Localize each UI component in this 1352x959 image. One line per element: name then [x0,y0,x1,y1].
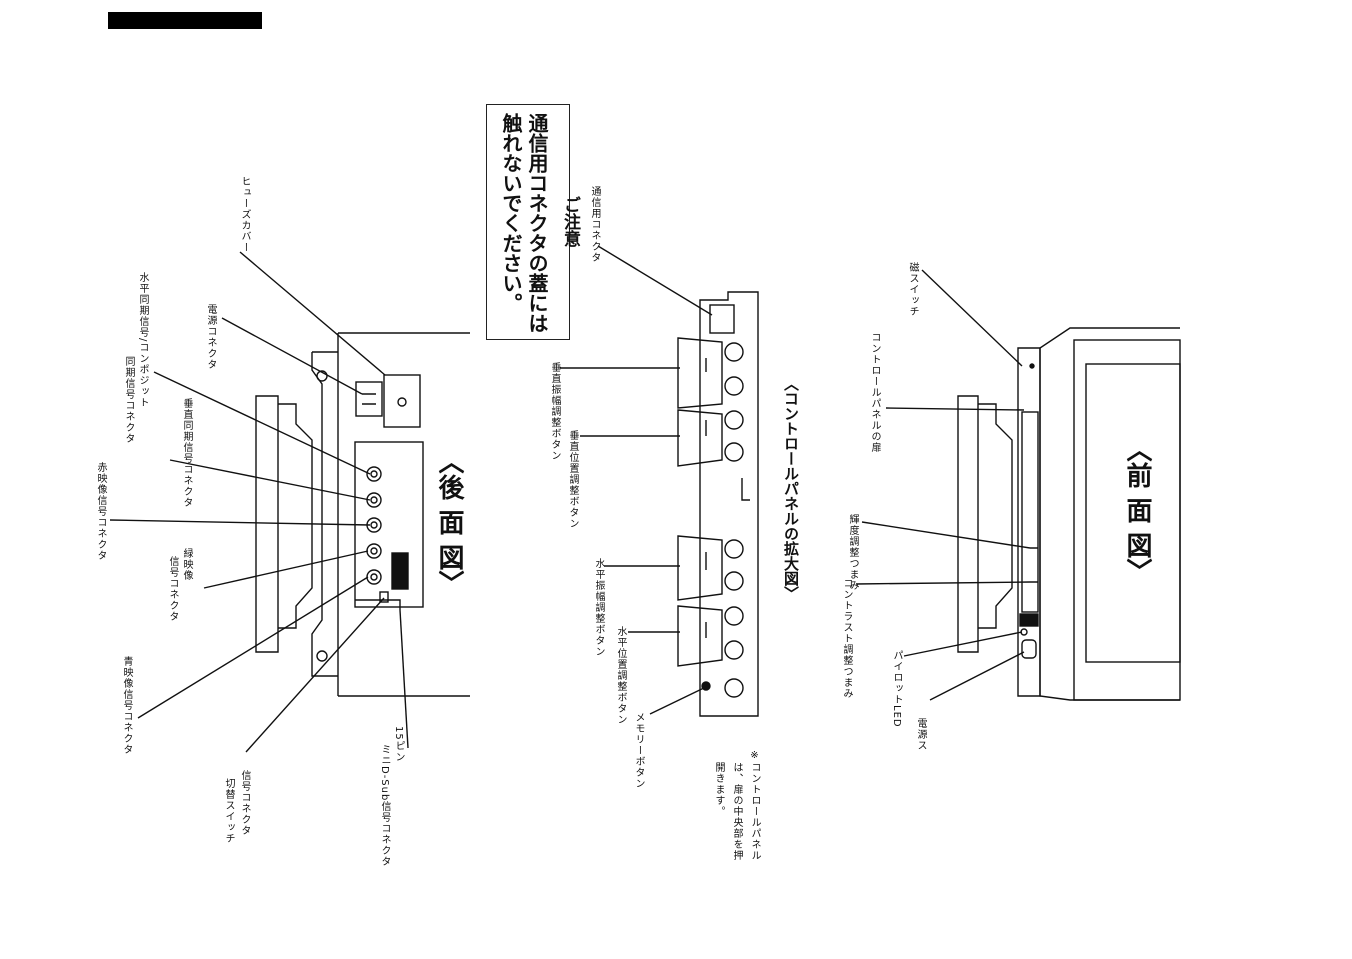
label-power-switch: 電源ス [915,718,926,751]
label-red: 赤映像信号コネクタ [95,462,106,561]
label-dsub-2: ミニD-Sub信号コネクタ [379,744,390,868]
rear-title: 〈後 面 図〉 [434,448,464,597]
label-h-size: 水平振幅調整ボタン [593,558,604,657]
label-v-size: 垂直振幅調整ボタン [549,362,560,461]
label-green-1: 緑映像 [181,548,192,581]
panel-note-2: は、扉の中央部を押 [731,762,742,861]
front-title: 〈前 面 図〉 [1122,436,1152,585]
label-switch-1: 信号コネクタ [239,770,250,836]
label-power-connector: 電源コネクタ [205,304,216,370]
front-view-drawing [855,269,1181,701]
label-v-pos: 垂直位置調整ボタン [567,430,578,529]
label-memory: メモリーボタン [633,712,644,789]
label-dsub-1: 15ピン [393,726,404,763]
label-vsync: 垂直同期信号コネクタ [181,398,192,508]
header-bar [108,12,262,29]
label-comm-connector: 通信用コネクタ [589,186,600,263]
label-h-pos: 水平位置調整ボタン [615,626,626,725]
caution-line2: 触れないでください。 [499,113,523,313]
panel-note-1: ※コントロールパネル [749,750,760,861]
label-hsync-1: 水平同期信号/コンポジット [137,272,148,409]
label-fuse-cover: ヒューズカバー [239,176,250,253]
panel-title: 〈コントロールパネルの拡大図〉 [782,376,800,601]
label-blue: 青映像信号コネクタ [121,656,132,755]
panel-note-3: 開きます。 [713,762,724,817]
caution-heading: ご注意 [560,196,580,247]
label-panel-door: コントロールパネルの扉 [869,332,880,453]
label-brightness: 輝度調整つまみ [847,514,858,591]
label-pilot: パイロットLED [891,650,902,728]
label-switch-2: 切替スイッチ [223,778,234,844]
caution-line1: 通信用コネクタの蓋には [525,113,549,333]
caution-box: 通信用コネクタの蓋には 触れないでください。 [486,104,570,340]
label-degauss: 磁スイッチ [907,262,918,317]
label-hsync-2: 同期信号コネクタ [123,356,134,444]
control-panel-drawing [560,245,759,717]
label-contrast: コントラスト調整つまみ [841,578,852,699]
label-green-2: 信号コネクタ [167,556,178,622]
rear-view-drawing [109,251,470,753]
